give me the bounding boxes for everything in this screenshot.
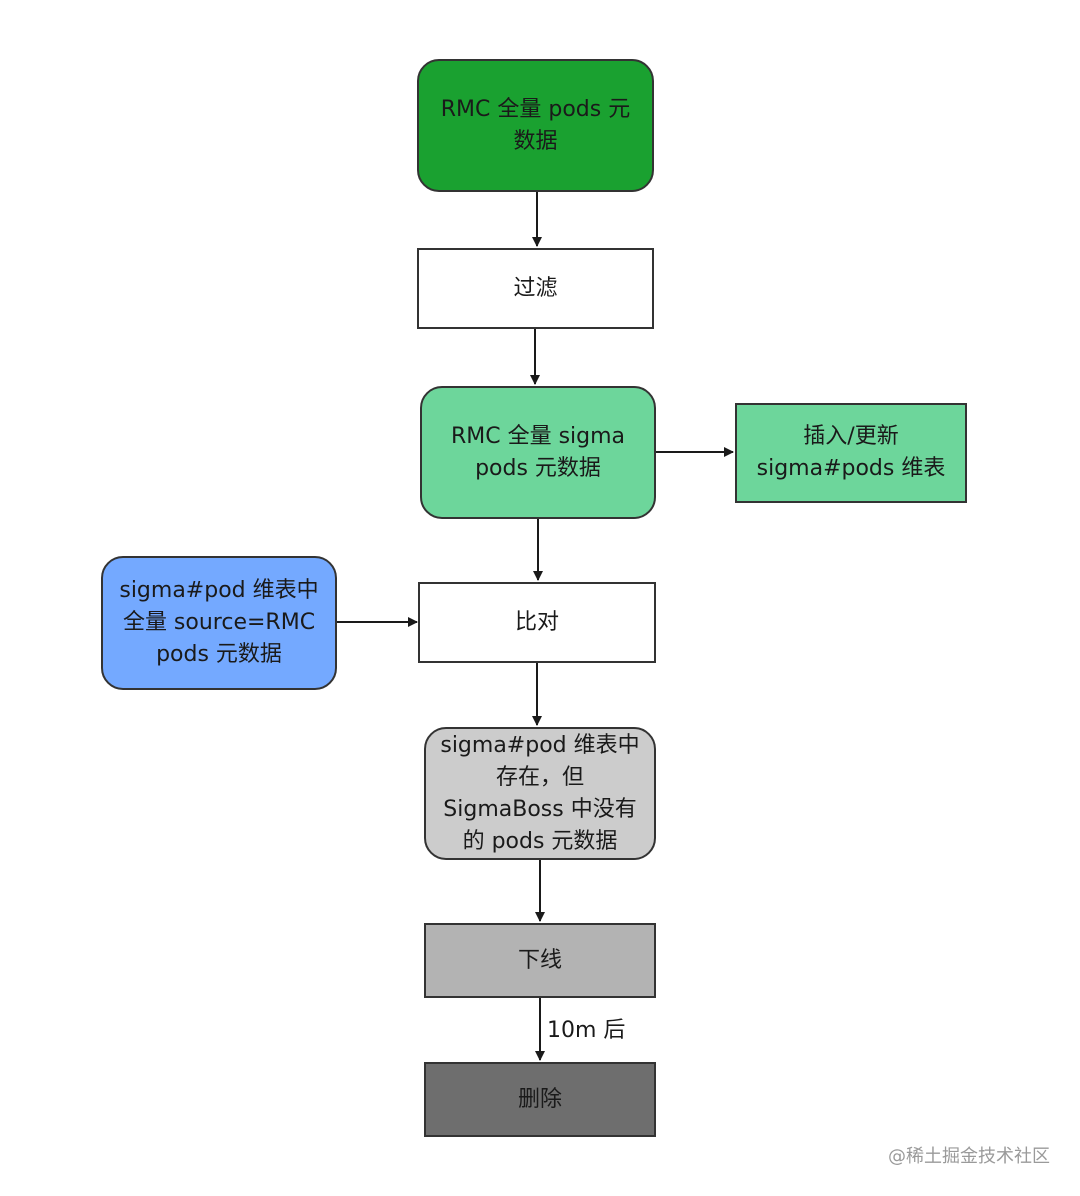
edge-label-10m-after: 10m 后: [547, 1018, 626, 1043]
node-compare: 比对: [418, 582, 656, 663]
watermark: @稀土掘金技术社区: [888, 1146, 1050, 1167]
node-rmc-all-pods-metadata: RMC 全量 pods 元 数据: [417, 59, 654, 192]
node-rmc-sigma-pods-metadata: RMC 全量 sigma pods 元数据: [420, 386, 656, 519]
node-offline: 下线: [424, 923, 656, 998]
node-exists-not-in-sigmaboss: sigma#pod 维表中 存在，但 SigmaBoss 中没有 的 pods …: [424, 727, 656, 860]
node-sigma-pod-source-rmc: sigma#pod 维表中 全量 source=RMC pods 元数据: [101, 556, 337, 690]
node-filter: 过滤: [417, 248, 654, 329]
node-insert-update-sigma-pods: 插入/更新 sigma#pods 维表: [735, 403, 967, 503]
node-delete: 删除: [424, 1062, 656, 1137]
